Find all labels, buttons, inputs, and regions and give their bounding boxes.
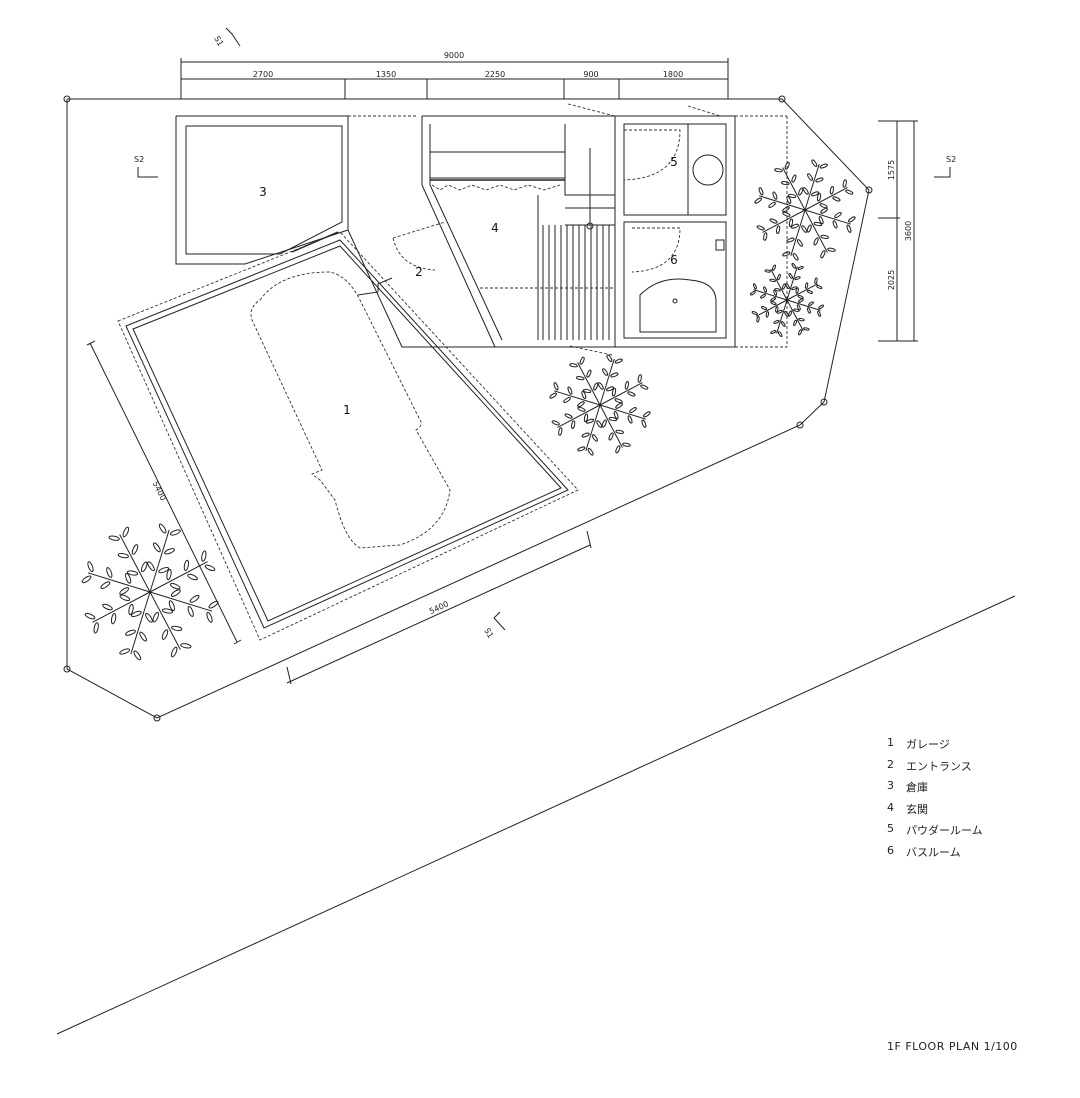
room-storage: 3 — [175, 115, 349, 265]
room-number: 3 — [259, 185, 267, 199]
room-number: 6 — [670, 253, 678, 267]
dim-segment: 900 — [583, 70, 598, 79]
room-number: 5 — [670, 155, 678, 169]
svg-text:S1: S1 — [212, 35, 225, 48]
svg-text:S1: S1 — [482, 627, 495, 640]
boundary-markers — [63, 95, 873, 722]
tree-icon — [749, 262, 825, 338]
tree-icon — [81, 523, 219, 661]
dim-segment: 1800 — [663, 70, 683, 79]
room-number: 4 — [491, 221, 499, 235]
drawing-title: 1F FLOOR PLAN 1/100 — [887, 1040, 1018, 1053]
dim-segment: 1350 — [376, 70, 396, 79]
dim-segment: 1575 — [887, 160, 896, 180]
right-dimension: 1575 2025 3600 — [878, 120, 918, 342]
dim-segment: 2700 — [253, 70, 273, 79]
svg-text:S2: S2 — [134, 155, 144, 164]
dim-total: 3600 — [904, 221, 913, 241]
trees — [81, 159, 856, 661]
site-boundary — [66, 98, 870, 719]
room-garage: 1 — [117, 231, 579, 641]
dim-segment: 2250 — [485, 70, 505, 79]
stair-treads — [480, 195, 615, 340]
room-number: 2 — [415, 265, 423, 279]
road-line — [56, 595, 1016, 1035]
room-bath: 6 — [623, 221, 727, 339]
top-dimension: 9000 2700 1350 2250 900 1800 — [180, 51, 729, 99]
room-number: 1 — [343, 403, 351, 417]
section-marks: S1 S1 S2 S2 — [134, 27, 956, 640]
tree-icon — [549, 354, 651, 456]
dim-total: 9000 — [444, 51, 464, 60]
tree-icon — [754, 159, 856, 261]
room-powder: 5 — [614, 105, 788, 348]
room-hall: 4 — [421, 103, 616, 356]
dim-garage-side: 5400 — [151, 480, 168, 502]
svg-text:S2: S2 — [946, 155, 956, 164]
dim-segment: 2025 — [887, 270, 896, 290]
